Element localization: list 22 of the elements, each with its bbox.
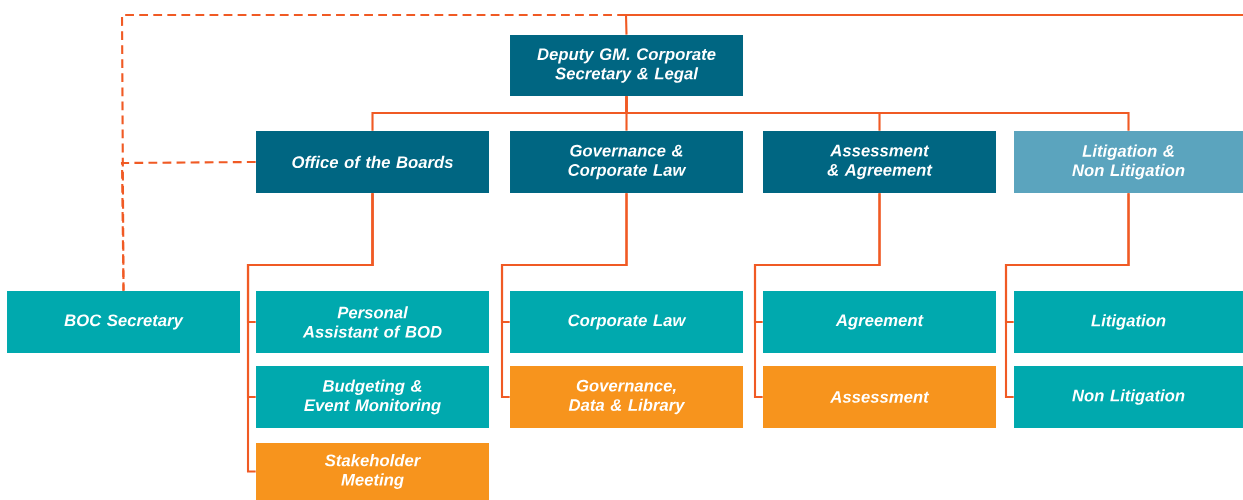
connector-line [624, 13, 1243, 35]
connector-line [753, 193, 881, 399]
unit-box: Litigation [1014, 291, 1243, 353]
dashed-line [120, 160, 256, 291]
unit-box: Agreement [763, 291, 996, 353]
unit-box: Corporate Law [510, 291, 743, 353]
connector-line [1004, 193, 1130, 399]
connector-line [246, 193, 374, 473]
department-box: Litigation & Non Litigation [1014, 131, 1243, 193]
department-box: Deputy GM. Corporate Secretary & Legal [510, 35, 743, 96]
department-box: Governance & Corporate Law [510, 131, 743, 193]
department-box: Assessment & Agreement [763, 131, 996, 193]
connector-line [500, 193, 628, 399]
unit-box: Governance, Data & Library [510, 366, 743, 428]
unit-box: Budgeting & Event Monitoring [256, 366, 489, 428]
unit-box: Non Litigation [1014, 366, 1243, 428]
unit-box: Personal Assistant of BOD [256, 291, 489, 353]
unit-box: Assessment [763, 366, 996, 428]
connector-line [625, 96, 1130, 131]
department-box: Office of the Boards [256, 131, 489, 193]
unit-box: BOC Secretary [7, 291, 240, 353]
unit-box: Stakeholder Meeting [256, 443, 489, 500]
